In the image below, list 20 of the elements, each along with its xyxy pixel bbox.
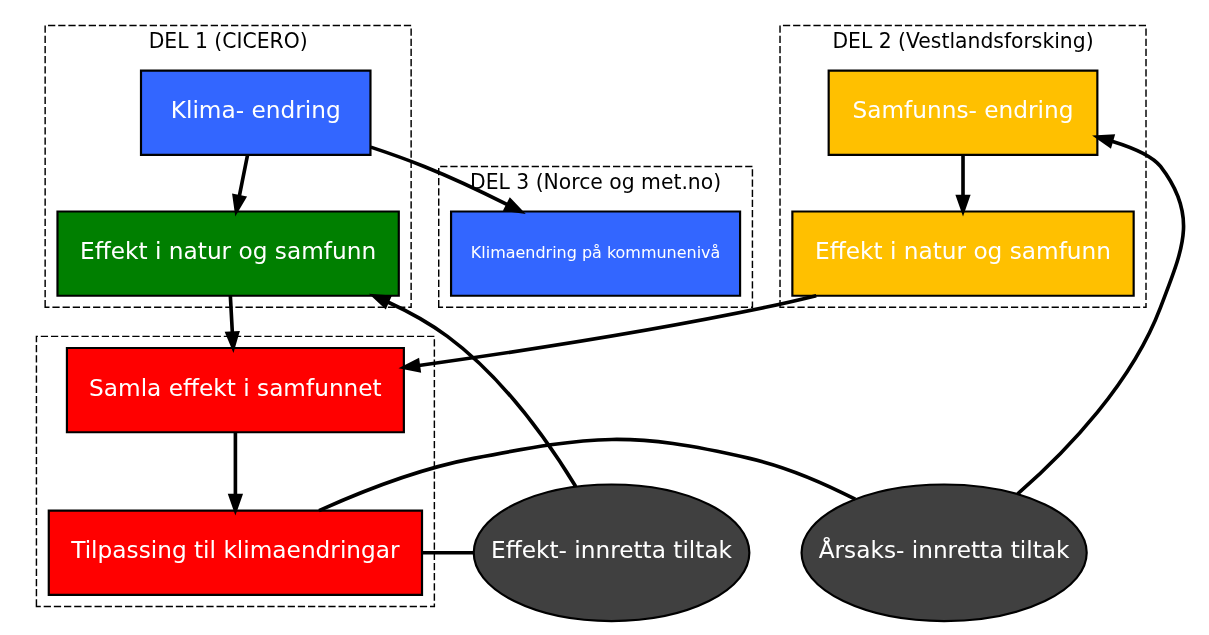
node-box: Klima- endring	[139, 69, 372, 156]
connector	[422, 550, 474, 555]
cluster	[35, 335, 436, 608]
node-box: Tilpassing til klimaendringar	[47, 509, 424, 596]
arrow	[232, 154, 250, 217]
node-box: Samfunns- endring	[827, 69, 1099, 156]
node-ellipse: Årsaks- innretta tiltak	[800, 483, 1088, 623]
node-box: Samla effekt i samfunnet	[65, 346, 405, 434]
arrow	[224, 295, 240, 354]
connector	[318, 437, 857, 513]
arrow	[227, 432, 244, 516]
node-box: Effekt i natur og samfunn	[791, 210, 1135, 297]
arrow	[1016, 134, 1186, 496]
node-box: Effekt i natur og samfunn	[56, 210, 400, 297]
arrow	[370, 145, 526, 214]
node-box: Klimaendring på kommunenivå	[450, 210, 742, 297]
arrow	[398, 294, 817, 373]
arrow	[368, 293, 578, 488]
arrow	[955, 155, 971, 217]
node-ellipse: Effekt- innretta tiltak	[472, 483, 751, 623]
